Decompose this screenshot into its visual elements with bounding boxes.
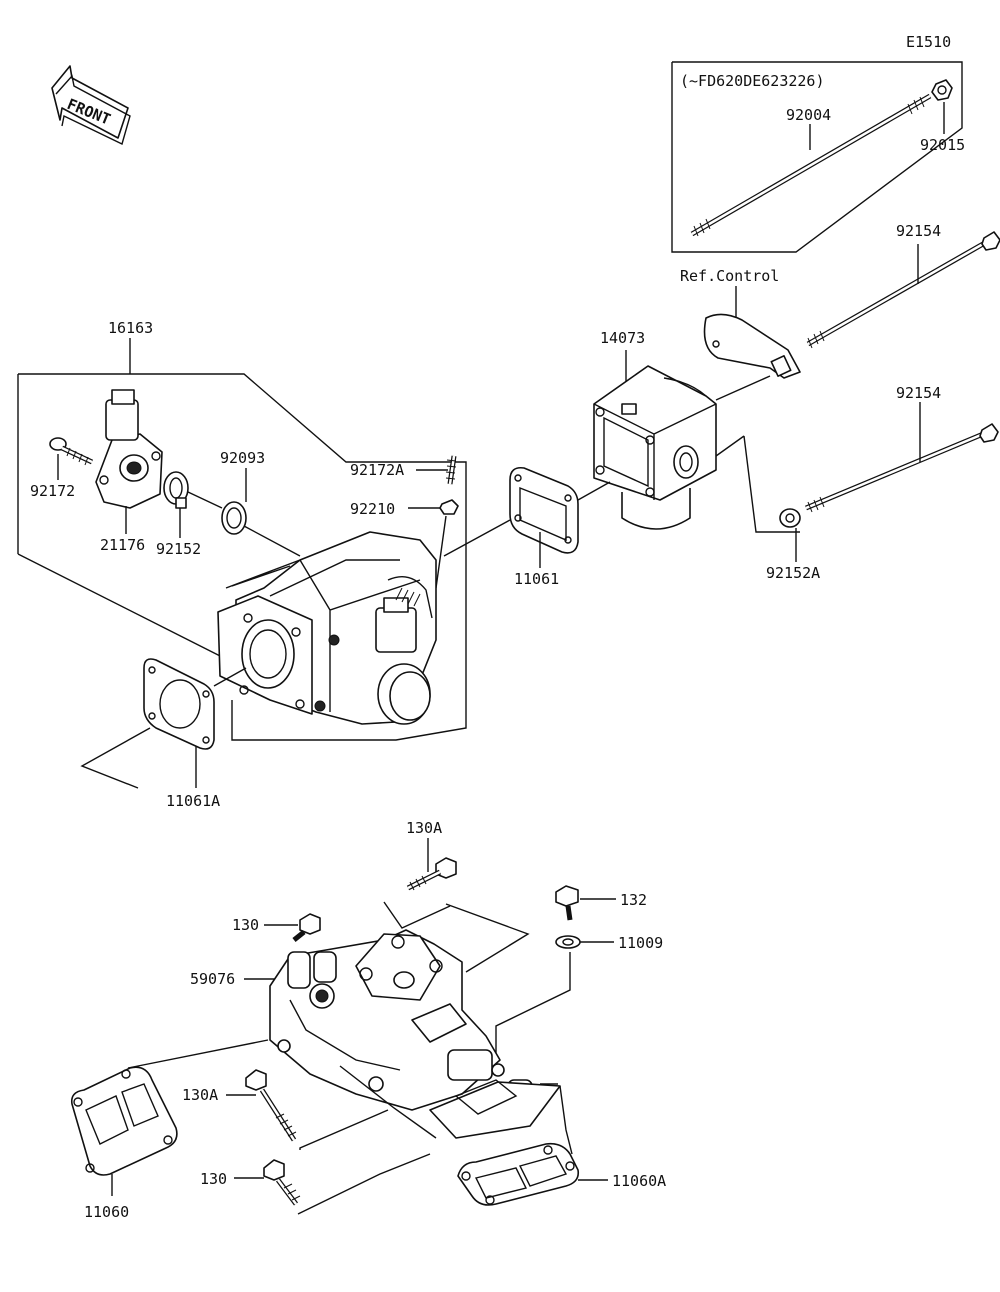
part-label-92154-mid: 92154 bbox=[896, 384, 941, 402]
collar-92152A bbox=[779, 508, 801, 528]
bolt-132 bbox=[555, 885, 579, 921]
throttle-body bbox=[217, 531, 437, 725]
bolt-130 bbox=[292, 913, 321, 942]
part-label-14073: 14073 bbox=[600, 329, 645, 347]
serial-note: (~FD620DE623226) bbox=[680, 72, 825, 90]
washer-11009 bbox=[555, 935, 581, 949]
control-bracket bbox=[703, 313, 801, 379]
part-label-92152A: 92152A bbox=[766, 564, 820, 582]
part-label-59076: 59076 bbox=[190, 970, 235, 988]
part-label-130-bottom: 130 bbox=[200, 1170, 227, 1188]
serial-note-box: (~FD620DE623226) bbox=[671, 61, 963, 253]
screw-92172A bbox=[445, 455, 457, 485]
part-label-92210: 92210 bbox=[350, 500, 395, 518]
nut-92210 bbox=[439, 499, 459, 515]
part-label-92004: 92004 bbox=[786, 106, 831, 124]
gasket-11061A bbox=[143, 658, 215, 750]
ref-control-label: Ref.Control bbox=[680, 267, 779, 285]
oring-92093 bbox=[221, 501, 247, 535]
part-label-92152: 92152 bbox=[156, 540, 201, 558]
gasket-11060 bbox=[70, 1066, 178, 1176]
part-label-92172: 92172 bbox=[30, 482, 75, 500]
part-label-11061A: 11061A bbox=[166, 792, 220, 810]
part-label-11009: 11009 bbox=[618, 934, 663, 952]
gasket-11061 bbox=[509, 466, 579, 554]
gasket-11060A bbox=[457, 1142, 580, 1206]
part-label-92172A: 92172A bbox=[350, 461, 404, 479]
part-label-11060A: 11060A bbox=[612, 1172, 666, 1190]
part-label-132: 132 bbox=[620, 891, 647, 909]
lower-housing bbox=[269, 929, 561, 1139]
bolt-130A-bottom bbox=[245, 1069, 297, 1142]
assembly-outline bbox=[18, 373, 467, 741]
bolt-130-bottom bbox=[263, 1159, 301, 1206]
part-label-16163: 16163 bbox=[108, 319, 153, 337]
part-label-11061: 11061 bbox=[514, 570, 559, 588]
bolt-130A-top bbox=[406, 857, 457, 891]
part-label-130: 130 bbox=[232, 916, 259, 934]
part-label-92093: 92093 bbox=[220, 449, 265, 467]
adapter-14073 bbox=[593, 365, 717, 530]
part-label-11060: 11060 bbox=[84, 1203, 129, 1221]
diagram-code: E1510 bbox=[906, 33, 951, 51]
part-label-130A-top: 130A bbox=[406, 819, 442, 837]
part-label-21176: 21176 bbox=[100, 536, 145, 554]
part-label-92154-top: 92154 bbox=[896, 222, 941, 240]
clamp-92152 bbox=[163, 471, 189, 509]
bolt-92154-top bbox=[806, 231, 1000, 349]
front-arrow-icon: FRONT bbox=[51, 65, 131, 145]
screw-92172 bbox=[49, 437, 94, 466]
bolt-92154-mid bbox=[805, 423, 999, 513]
sensor-21176 bbox=[95, 389, 163, 509]
part-label-130A-bottom: 130A bbox=[182, 1086, 218, 1104]
part-label-92015: 92015 bbox=[920, 136, 965, 154]
stud-92004 bbox=[690, 79, 953, 237]
